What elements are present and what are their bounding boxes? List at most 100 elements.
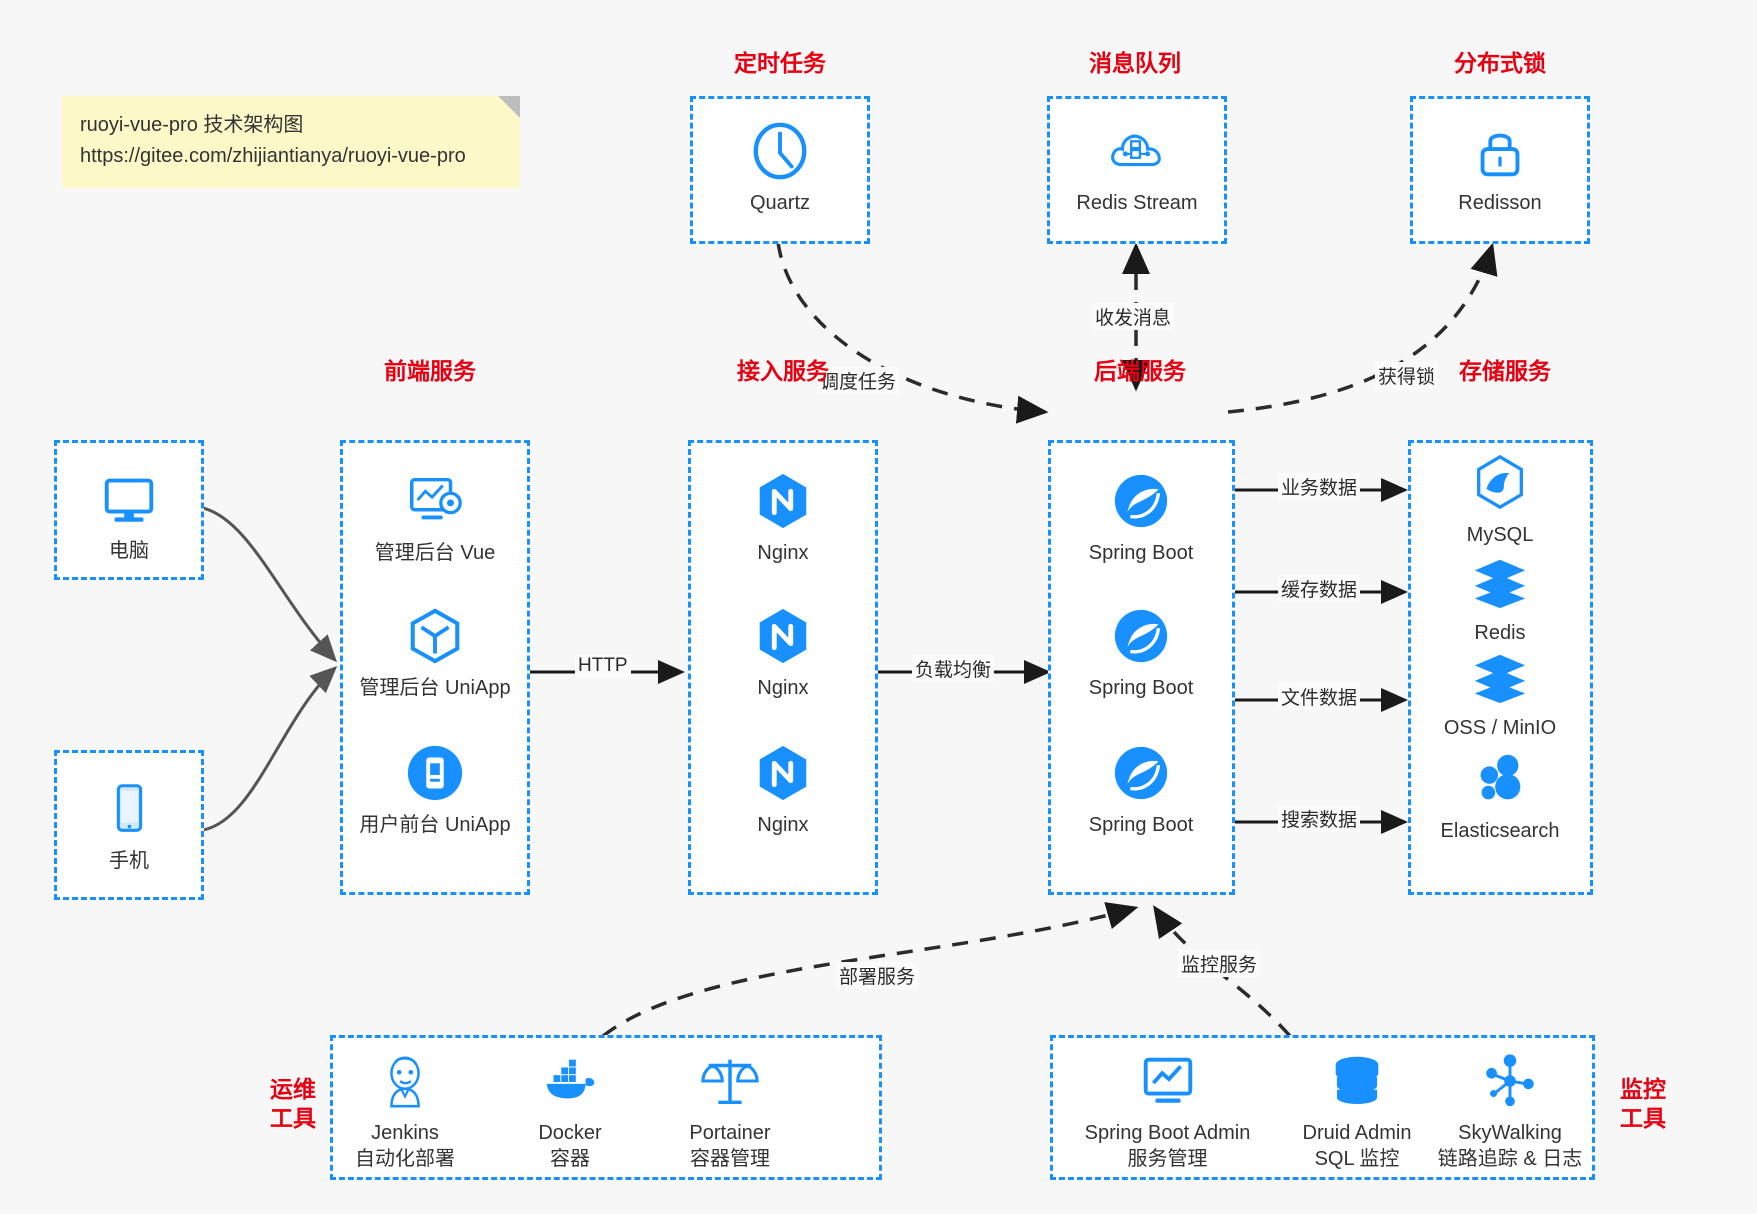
edge-label-schedule-task: 调度任务 xyxy=(817,367,900,394)
edge-label-business-data: 业务数据 xyxy=(1278,473,1361,500)
group-box-distributed-lock xyxy=(1410,96,1590,244)
edge-label-send-receive-message: 收发消息 xyxy=(1092,303,1175,330)
edge-label-monitor-service: 监控服务 xyxy=(1178,950,1261,977)
node-label: 管理后台 Vue xyxy=(374,542,496,564)
node-spring-boot-2[interactable]: Spring Boot xyxy=(1066,605,1216,701)
redis-icon xyxy=(1474,654,1526,704)
node-redisson[interactable]: Redisson xyxy=(1425,120,1575,216)
node-label: Nginx xyxy=(757,542,809,564)
node-label: Spring Boot xyxy=(1088,542,1194,564)
group-box-devops-tools xyxy=(330,1035,882,1180)
nginx-icon xyxy=(759,608,807,664)
node-spring-boot-admin[interactable]: Spring Boot Admin 服务管理 xyxy=(1070,1050,1265,1173)
note-fold-corner xyxy=(498,96,520,118)
monitor-chart-icon xyxy=(1143,1057,1192,1103)
node-docker[interactable]: Docker 容器 xyxy=(490,1050,650,1173)
node-nginx-3[interactable]: Nginx xyxy=(708,742,858,838)
node-label: 用户前台 UniApp xyxy=(359,814,511,836)
node-label: Spring Boot Admin xyxy=(1084,1122,1251,1144)
node-label: 电脑 xyxy=(109,540,149,562)
node-jenkins[interactable]: Jenkins 自动化部署 xyxy=(325,1050,485,1173)
scales-icon xyxy=(701,1059,759,1105)
node-label: Spring Boot xyxy=(1088,814,1194,836)
redis-icon xyxy=(1474,559,1526,609)
group-title-message-queue: 消息队列 xyxy=(1089,50,1181,76)
node-admin-uniapp[interactable]: 管理后台 UniApp xyxy=(359,605,511,701)
group-title-storage-service: 存储服务 xyxy=(1459,358,1551,384)
edge-label-search-data: 搜索数据 xyxy=(1278,805,1361,832)
group-title-frontend-service: 前端服务 xyxy=(384,358,476,384)
node-user-uniapp[interactable]: 用户前台 UniApp xyxy=(359,742,511,838)
group-title-distributed-lock: 分布式锁 xyxy=(1454,50,1546,76)
devops-title-line-1: 运维 xyxy=(270,1076,316,1102)
node-druid-admin[interactable]: Druid Admin SQL 监控 xyxy=(1272,1050,1442,1173)
group-box-message-queue xyxy=(1047,96,1227,244)
clock-icon xyxy=(753,122,807,180)
mysql-icon xyxy=(1477,454,1523,510)
edge-label-acquire-lock: 获得锁 xyxy=(1375,362,1439,389)
node-label: SkyWalking xyxy=(1458,1122,1562,1144)
node-sublabel: 自动化部署 xyxy=(355,1148,455,1170)
cloud-stream-icon xyxy=(1111,134,1161,167)
node-phone[interactable]: 手机 xyxy=(54,778,204,874)
group-title-monitor-tools: 监控 工具 xyxy=(1608,1075,1678,1133)
node-label: 手机 xyxy=(109,850,149,872)
node-elasticsearch[interactable]: Elasticsearch xyxy=(1425,748,1575,844)
note-line-title: ruoyi-vue-pro 技术架构图 xyxy=(80,114,304,136)
node-label: Elasticsearch xyxy=(1440,820,1560,842)
monitor-title-line-2: 工具 xyxy=(1620,1104,1666,1131)
edge-label-http: HTTP xyxy=(575,655,631,677)
node-spring-boot-1[interactable]: Spring Boot xyxy=(1066,470,1216,566)
group-title-backend-service: 后端服务 xyxy=(1094,358,1186,384)
node-label: Portainer xyxy=(689,1122,771,1144)
node-nginx-2[interactable]: Nginx xyxy=(708,605,858,701)
spring-icon xyxy=(1114,746,1168,800)
node-sublabel: 容器管理 xyxy=(690,1148,770,1170)
skywalking-icon xyxy=(1486,1054,1534,1107)
node-mysql[interactable]: MySQL xyxy=(1425,452,1575,548)
elasticsearch-icon xyxy=(1480,754,1521,800)
node-label: Docker xyxy=(538,1122,602,1144)
node-computer[interactable]: 电脑 xyxy=(54,468,204,564)
database-icon xyxy=(1334,1056,1380,1107)
node-sublabel: 容器 xyxy=(550,1148,590,1170)
node-sublabel: 链路追踪 & 日志 xyxy=(1437,1148,1583,1170)
nginx-icon xyxy=(759,473,807,529)
spring-icon xyxy=(1114,474,1168,528)
spring-icon xyxy=(1114,609,1168,663)
mobile-icon xyxy=(116,784,143,832)
node-nginx-1[interactable]: Nginx xyxy=(708,470,858,566)
node-sublabel: SQL 监控 xyxy=(1314,1148,1400,1170)
node-label: Redis Stream xyxy=(1076,192,1198,214)
node-oss-minio[interactable]: OSS / MinIO xyxy=(1425,645,1575,741)
edge-label-file-data: 文件数据 xyxy=(1278,683,1361,710)
group-title-gateway-service: 接入服务 xyxy=(737,358,829,384)
edge-label-deploy-service: 部署服务 xyxy=(836,962,919,989)
node-label: Nginx xyxy=(757,677,809,699)
node-redis-stream[interactable]: Redis Stream xyxy=(1062,120,1212,216)
node-admin-vue[interactable]: 管理后台 Vue xyxy=(360,470,510,566)
node-label: OSS / MinIO xyxy=(1443,717,1557,739)
edge-label-cache-data: 缓存数据 xyxy=(1278,575,1361,602)
group-title-scheduled-task: 定时任务 xyxy=(734,50,826,76)
node-label: Nginx xyxy=(757,814,809,836)
dashboard-gear-icon xyxy=(410,477,462,520)
node-label: Spring Boot xyxy=(1088,677,1194,699)
devops-title-line-2: 工具 xyxy=(270,1104,316,1131)
node-label: Redisson xyxy=(1458,192,1542,214)
node-spring-boot-3[interactable]: Spring Boot xyxy=(1066,742,1216,838)
jenkins-icon xyxy=(390,1056,420,1108)
nginx-icon xyxy=(759,745,807,801)
node-skywalking[interactable]: SkyWalking 链路追踪 & 日志 xyxy=(1430,1050,1590,1173)
node-label: 管理后台 UniApp xyxy=(359,677,511,699)
lock-icon xyxy=(1480,133,1520,177)
monitor-title-line-1: 监控 xyxy=(1620,1076,1666,1102)
group-box-scheduled-task xyxy=(690,96,870,244)
node-label: Druid Admin xyxy=(1302,1122,1412,1144)
desktop-icon xyxy=(104,478,154,522)
node-portainer[interactable]: Portainer 容器管理 xyxy=(650,1050,810,1173)
node-quartz[interactable]: Quartz xyxy=(705,120,855,216)
node-sublabel: 服务管理 xyxy=(1127,1148,1208,1170)
node-redis[interactable]: Redis xyxy=(1425,550,1575,646)
